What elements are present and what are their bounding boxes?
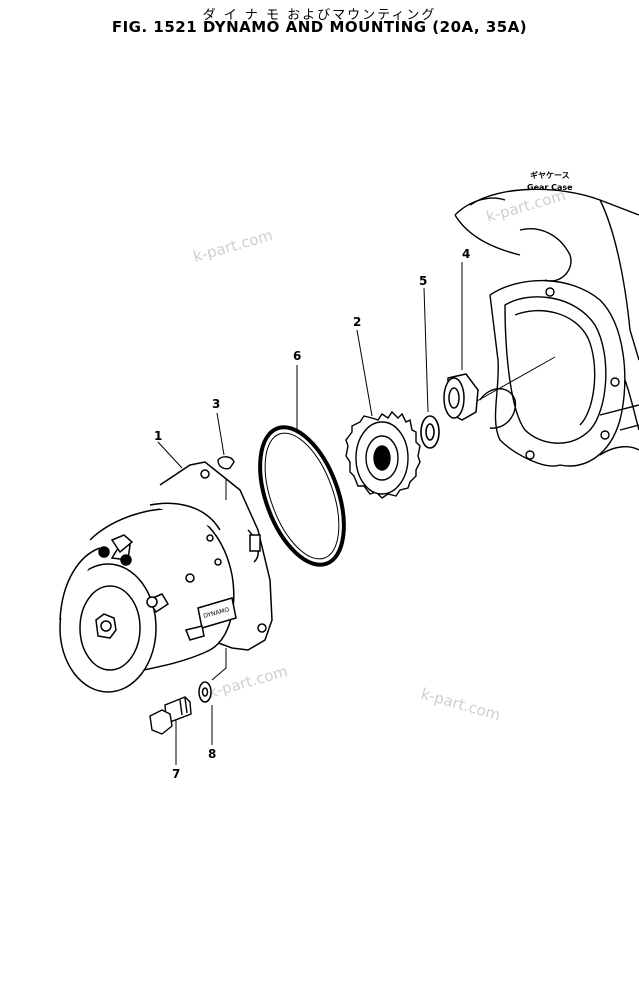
callout-5: 5: [419, 274, 427, 288]
leader-lines: [157, 262, 463, 765]
nut-part-4: [443, 373, 479, 421]
watermark: k-part.com: [191, 226, 274, 266]
callout-7: 7: [172, 767, 180, 781]
assembly-axis-line: [469, 356, 556, 406]
gear-part-2: [345, 410, 421, 499]
watermark: k-part.com: [206, 662, 289, 702]
callout-2: 2: [353, 315, 361, 329]
callout-1: 1: [154, 429, 162, 443]
key-part-3: [217, 456, 235, 470]
figure-title-japanese: ダ イ ナ モ およびマウンティング: [202, 8, 437, 23]
gear-case-label-jp: ギヤケース: [530, 170, 570, 180]
dynamo-part-1: DYNAMO: [59, 461, 273, 693]
figure-title: FIG. 1521 DYNAMO AND MOUNTING (20A, 35A): [111, 18, 528, 36]
callout-8: 8: [208, 747, 216, 761]
washer-part-8: [198, 681, 212, 703]
watermark: k-part.com: [419, 685, 502, 725]
gear-case: [454, 188, 639, 467]
callout-3: 3: [212, 397, 220, 411]
watermark: k-part.com: [484, 186, 567, 226]
bolt-part-7: [149, 696, 192, 735]
lock-washer-part-5: [420, 415, 440, 449]
o-ring-part-6: [258, 425, 346, 567]
callout-6: 6: [293, 349, 301, 363]
callout-4: 4: [462, 247, 470, 261]
gear-case-label: Gear Case: [527, 183, 573, 192]
